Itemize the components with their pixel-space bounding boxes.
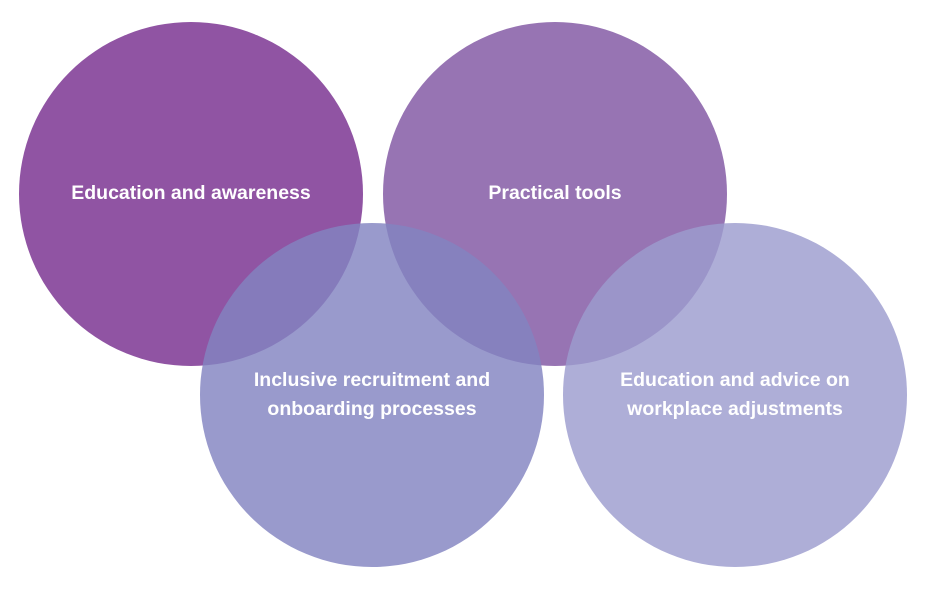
label-education-awareness: Education and awareness xyxy=(71,182,311,204)
label-inclusive-recruitment: Inclusive recruitment and onboarding pro… xyxy=(253,369,491,420)
circle-inclusive-recruitment xyxy=(200,223,544,567)
label-practical-tools: Practical tools xyxy=(488,182,622,204)
label-workplace-adjustments: Education and advice on workplace adjust… xyxy=(620,369,850,420)
circle-workplace-adjustments xyxy=(563,223,907,567)
